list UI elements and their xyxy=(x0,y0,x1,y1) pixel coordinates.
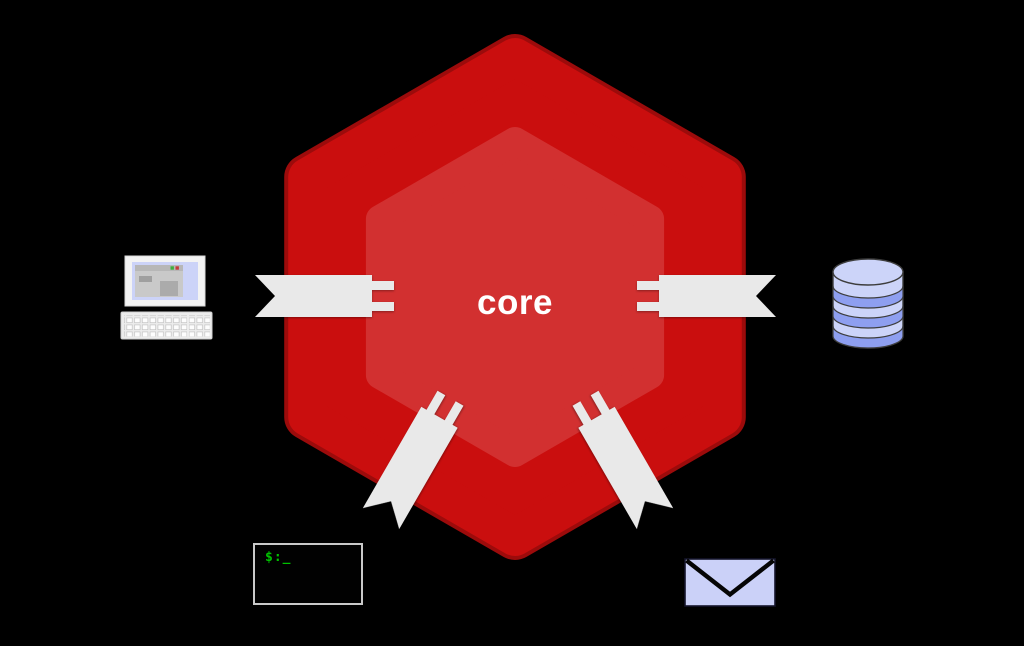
ribbon-shape xyxy=(362,390,464,530)
core-label: core xyxy=(477,283,553,322)
ribbon-shape xyxy=(637,275,776,317)
window-dot-red xyxy=(175,266,179,270)
envelope-body xyxy=(684,558,776,607)
window-dot-green xyxy=(170,266,174,270)
window-block-large xyxy=(160,281,178,296)
database-icon xyxy=(832,258,904,349)
port-ribbon-bottom-left xyxy=(362,390,464,530)
core-hexagon-inner xyxy=(365,127,665,467)
email-icon xyxy=(684,558,776,607)
ribbon-shape xyxy=(572,390,674,530)
terminal-icon: $:_ xyxy=(253,543,363,605)
port-ribbon-left xyxy=(255,275,394,317)
terminal-prompt: $:_ xyxy=(265,550,292,565)
keyboard-keys-right xyxy=(189,315,210,337)
port-ribbon-bottom-right xyxy=(572,390,674,530)
window-block-small xyxy=(139,276,152,282)
db-top xyxy=(832,258,904,286)
db-band-3 xyxy=(832,325,904,349)
computer-icon xyxy=(120,255,213,340)
ribbon-shape xyxy=(255,275,394,317)
port-ribbon-right xyxy=(637,275,776,317)
keyboard-keys-left xyxy=(124,315,187,337)
db-band-1 xyxy=(832,285,904,309)
envelope-flap xyxy=(685,558,775,598)
window-titlebar xyxy=(135,265,183,271)
db-band-2 xyxy=(832,305,904,329)
